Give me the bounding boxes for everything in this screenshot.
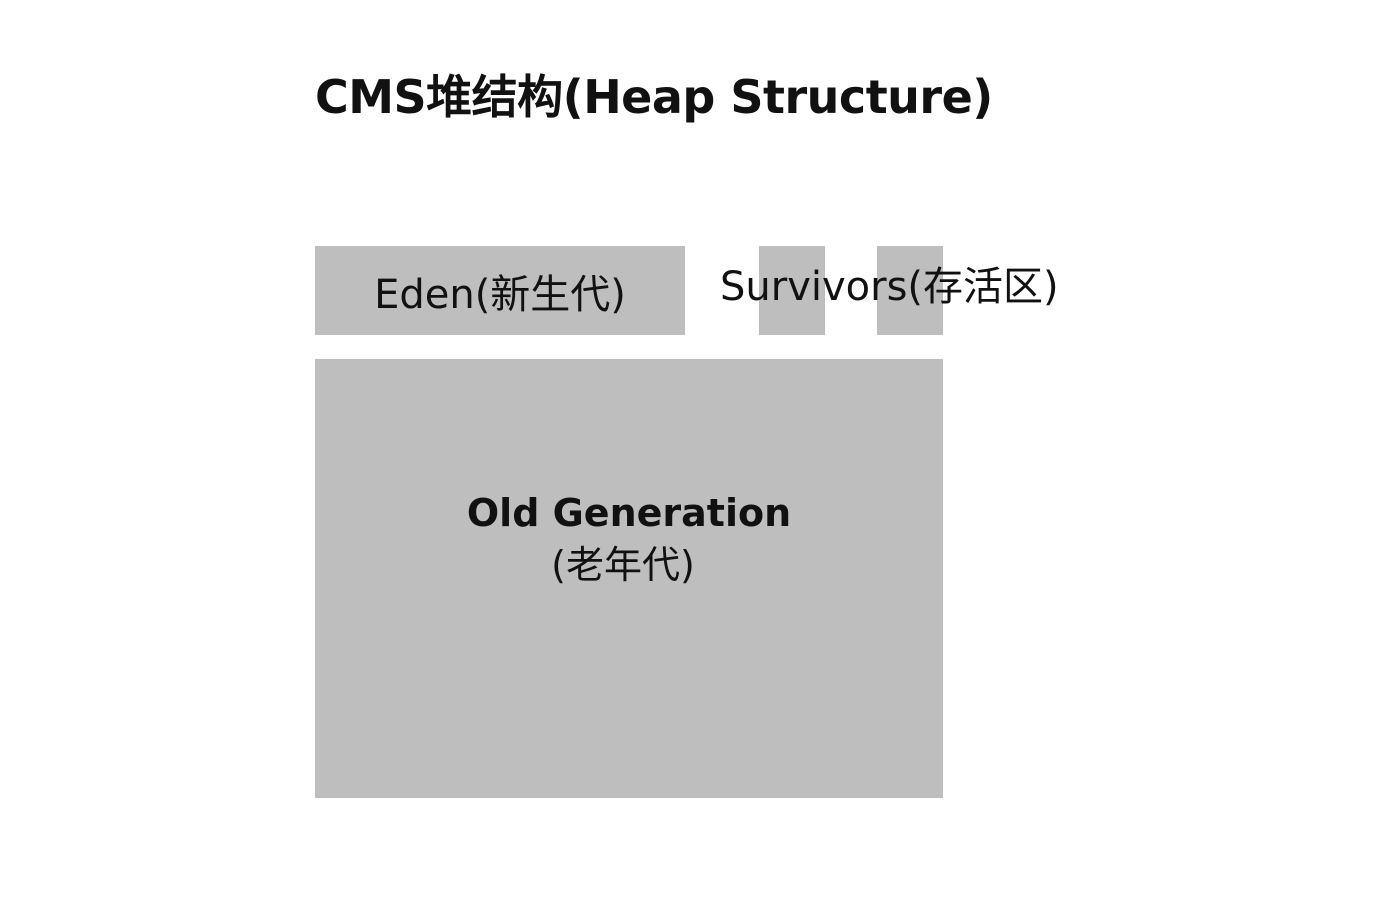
old-generation-label: Old Generation (老年代) <box>315 487 943 591</box>
eden-label: Eden(新生代) <box>374 271 626 318</box>
eden-block: Eden(新生代) <box>315 246 685 335</box>
diagram-title: CMS堆结构(Heap Structure) <box>315 70 993 124</box>
survivor-block-2 <box>877 246 943 335</box>
old-generation-label-line1: Old Generation <box>466 491 792 535</box>
old-generation-label-line2: (老年代) <box>551 543 695 587</box>
survivor-block-1 <box>759 246 825 335</box>
survivors-label: Survivors(存活区) <box>720 264 1059 310</box>
old-generation-block: Old Generation (老年代) <box>315 359 943 798</box>
